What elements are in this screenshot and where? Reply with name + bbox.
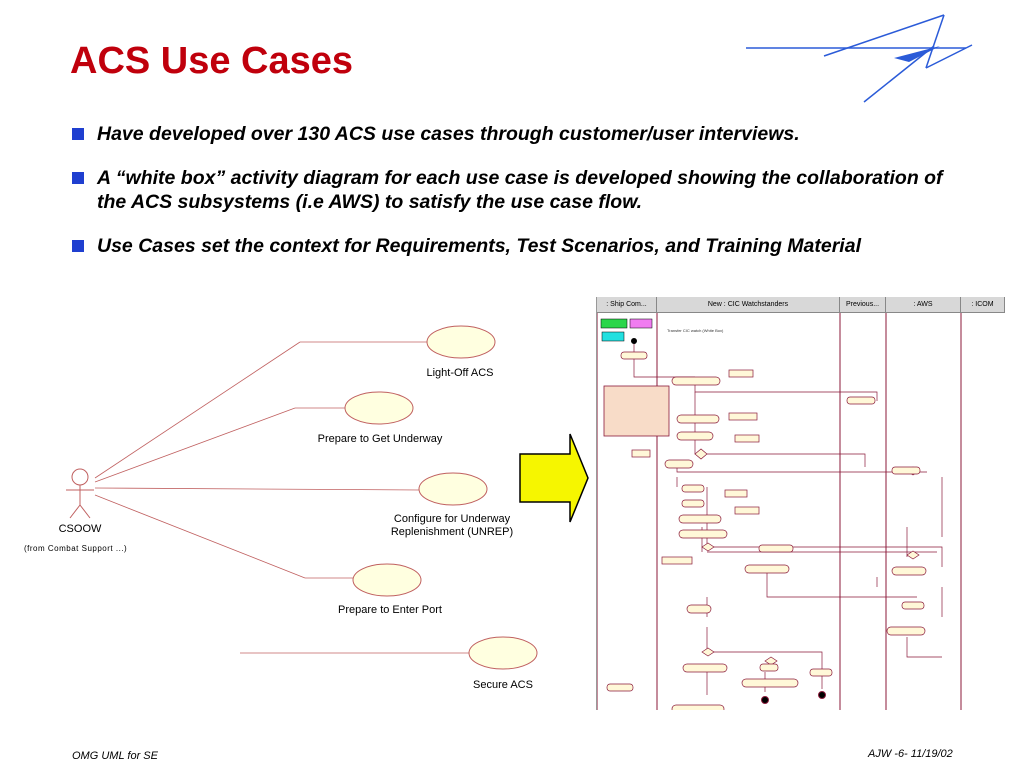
bullet-text: Have developed over 130 ACS use cases th… [97,123,800,145]
right-arrow-icon [519,433,589,523]
bullet-text: Use Cases set the context for Requiremen… [97,235,861,257]
actor-stick-figure-icon [66,468,94,519]
use-case-ellipse [468,636,538,670]
use-case-ellipse [344,391,414,425]
use-case-label: Prepare to Enter Port [338,604,442,616]
footer-left: OMG UML for SE [72,750,158,762]
activity-diagram: : Ship Com... New : CIC Watchstanders Pr… [596,297,1005,710]
slide-title: ACS Use Cases [70,40,354,82]
bullet-square-icon [72,128,84,140]
activity-title: Transfer CIC watch (White Box) [667,328,724,333]
lane-header: : AWS [886,297,961,313]
use-case-label: Prepare to Get Underway [317,433,443,445]
use-case-label: Light-Off ACS [426,367,494,379]
activity-flow [597,313,962,710]
use-case-ellipse [418,472,488,506]
use-case-ellipse [352,563,422,597]
bullet-item: Use Cases set the context for Requiremen… [72,234,952,258]
bullet-square-icon [72,172,84,184]
use-case-diagram [66,325,538,670]
lane-header: : Ship Com... [597,297,657,313]
bullet-item: Have developed over 130 ACS use cases th… [72,122,952,146]
footer-right: AJW -6- 11/19/02 [868,748,953,760]
bullet-list: Have developed over 130 ACS use cases th… [72,122,952,278]
actor-name: CSOOW [58,523,102,535]
bullet-item: A “white box” activity diagram for each … [72,166,952,214]
bullet-text: A “white box” activity diagram for each … [97,167,943,213]
lane-header: New : CIC Watchstanders [657,297,840,313]
lane-header: : ICOM [961,297,1005,313]
use-case-ellipse [426,325,496,359]
lane-header: Previous... [840,297,886,313]
use-case-label: Secure ACS [473,679,533,691]
lockheed-star-logo [746,14,973,103]
actor-note: (from Combat Support ...) [24,544,128,553]
use-case-label: Configure for Underway Replenishment (UN… [390,513,514,538]
bullet-square-icon [72,240,84,252]
